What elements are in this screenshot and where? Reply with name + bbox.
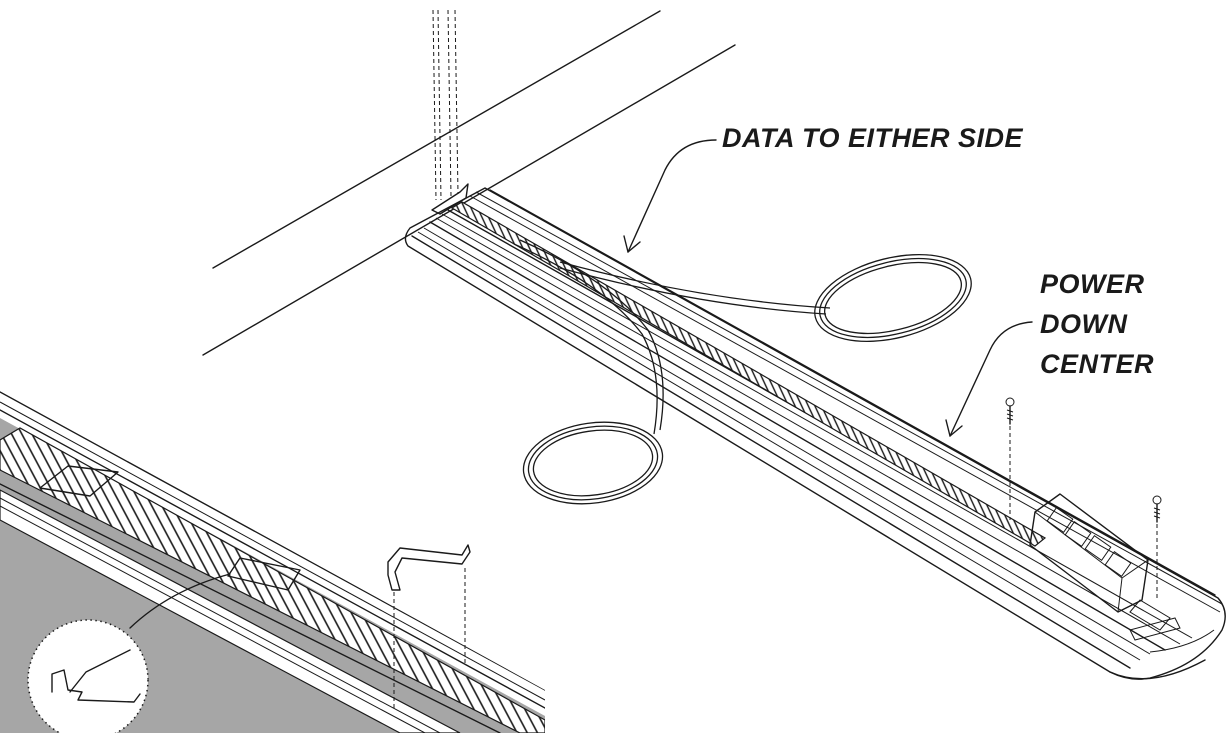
callout-power-line-2: DOWN — [1040, 309, 1128, 339]
cable-tray — [404, 183, 1226, 680]
detail-lower-wall — [0, 489, 461, 733]
detail-coiled-conduit — [0, 427, 545, 733]
data-cable-loops — [513, 239, 972, 505]
mounting-screws — [1005, 397, 1162, 600]
detail-clip-left — [39, 465, 119, 497]
loose-clip — [387, 544, 471, 591]
power-outlet-strip — [1029, 493, 1181, 641]
tray-base-outline — [404, 187, 1226, 680]
desk-surface-edges — [202, 10, 736, 356]
detail-view — [0, 391, 545, 733]
detail-clip-center — [227, 557, 301, 591]
power-callout-arrow — [949, 321, 1033, 437]
screw-right — [1152, 495, 1162, 600]
callout-arrows — [623, 139, 1033, 437]
magnified-clip-profile — [51, 669, 141, 703]
callout-power-line-1: POWER — [1040, 269, 1145, 299]
callout-data-to-either-side: DATA TO EITHER SIDE — [722, 123, 1024, 153]
magnifier-circle — [27, 619, 149, 733]
tray-end-cap — [431, 183, 469, 215]
data-callout-arrow — [627, 139, 717, 253]
callout-power-line-3: CENTER — [1040, 349, 1155, 379]
screw-left — [1005, 397, 1015, 520]
vertical-cable-guide-lines — [432, 9, 459, 201]
outlet-receptacles — [1046, 507, 1132, 577]
callout-power-down-center: POWER DOWN CENTER — [1040, 264, 1154, 384]
coiled-conduit — [450, 201, 1047, 547]
